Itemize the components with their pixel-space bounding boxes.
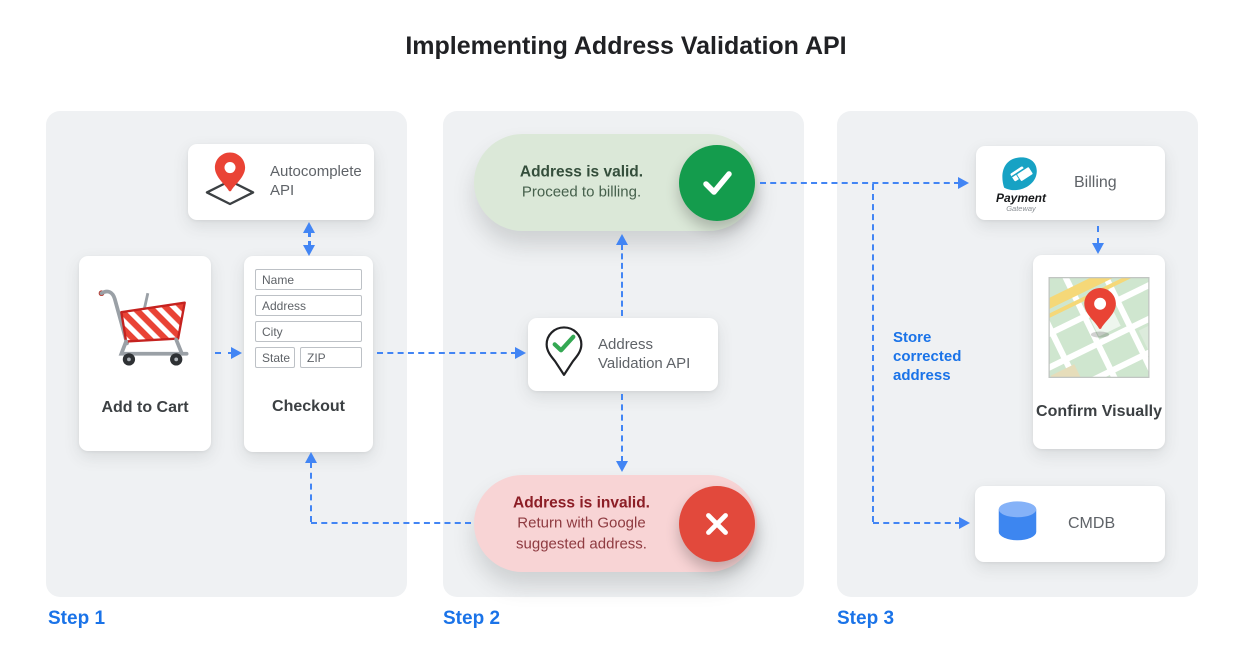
step3-label: Step 3	[837, 608, 895, 629]
checkout-field-zip: ZIP	[300, 347, 362, 368]
autocomplete-api-card: Autocomplete API	[188, 144, 374, 220]
arrow-checkout-to-validation	[377, 352, 517, 354]
line-invalid-return-horizontal	[311, 522, 471, 524]
arrowhead-checkout-to-validation	[515, 347, 526, 359]
arrow-billing-to-confirm	[1097, 226, 1099, 244]
valid-pill-subtitle: Proceed to billing.	[521, 183, 642, 201]
store-corrected-address-note: Store corrected address	[893, 329, 962, 384]
arrowhead-invalid-to-checkout	[305, 452, 317, 463]
payment-gateway-logo: Payment Gateway	[990, 154, 1052, 213]
step1-label: Step 1	[48, 608, 106, 629]
arrow-validation-to-valid	[621, 244, 623, 316]
address-invalid-pill: Address is invalid. Return with Google s…	[474, 475, 757, 572]
billing-label: Billing	[1074, 174, 1117, 191]
line-invalid-return-vertical	[310, 462, 312, 522]
autocomplete-api-label: Autocomplete API	[270, 163, 362, 199]
shopping-cart-icon	[93, 276, 197, 375]
confirm-visually-label: Confirm Visually	[1036, 403, 1162, 421]
payment-gateway-logo-subtitle: Gateway	[1006, 203, 1036, 213]
add-to-cart-card: Add to Cart	[79, 256, 211, 451]
checkout-field-name: Name	[255, 269, 362, 290]
checkout-label: Checkout	[272, 398, 345, 416]
validation-pin-icon	[542, 324, 586, 385]
confirm-visually-card: Confirm Visually	[970, 199, 1228, 456]
add-to-cart-label: Add to Cart	[101, 399, 189, 417]
check-icon	[679, 144, 755, 221]
arrowhead-billing-to-confirm	[1092, 243, 1104, 254]
cmdb-card: CMDB	[975, 486, 1165, 562]
payment-gateway-logo-title: Payment	[995, 190, 1047, 205]
cmdb-label: CMDB	[1068, 515, 1116, 532]
checkout-field-city: City	[255, 321, 362, 342]
address-valid-pill: Address is valid. Proceed to billing.	[474, 134, 757, 231]
checkout-field-state: State	[255, 347, 295, 368]
arrowhead-valid-to-billing	[958, 177, 969, 189]
checkout-card: Name Address City State ZIP Checkout	[244, 256, 373, 452]
invalid-pill-subtitle: Return with Google suggested address.	[516, 514, 647, 552]
arrow-cart-to-checkout	[215, 352, 234, 354]
x-icon	[679, 485, 755, 562]
address-validation-api-card: Address Validation API	[528, 318, 718, 391]
arrowhead-branch-to-cmdb	[959, 517, 970, 529]
line-store-branch-vertical	[872, 184, 874, 522]
arrowhead-validation-to-invalid	[616, 461, 628, 472]
page-title: Implementing Address Validation API	[405, 32, 847, 60]
arrow-valid-to-billing	[760, 182, 960, 184]
step2-label: Step 2	[443, 608, 501, 629]
address-validation-api-label: Address Validation API	[598, 335, 691, 372]
arrow-validation-to-invalid	[621, 394, 623, 462]
map-thumbnail	[970, 199, 1228, 456]
checkout-field-address: Address	[255, 295, 362, 316]
arrowhead-validation-to-valid	[616, 234, 628, 245]
valid-pill-title: Address is valid.	[519, 162, 644, 180]
arrowhead-cart-to-checkout	[231, 347, 242, 359]
autocomplete-pin-icon	[198, 150, 262, 215]
billing-card: Payment Gateway Billing	[976, 146, 1165, 220]
arrow-branch-to-cmdb	[873, 522, 961, 524]
invalid-pill-title: Address is invalid.	[513, 493, 650, 511]
database-icon	[995, 499, 1040, 549]
